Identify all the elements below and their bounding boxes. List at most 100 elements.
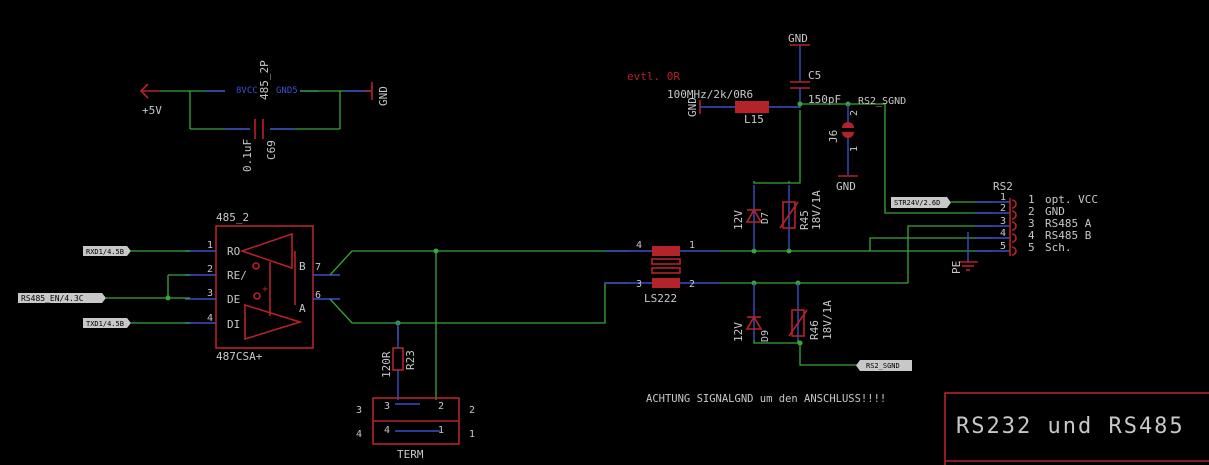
header-pin-vcc: 8VCC	[236, 86, 258, 96]
ferrite-gnd-label: GND	[686, 97, 699, 117]
term-jumper: 3 2 4 1 3 2 4 1 TERM	[356, 397, 475, 461]
jumper-j6-pin2: 2	[849, 110, 860, 116]
ic-pin-a: A	[299, 302, 306, 315]
fuse-r45-body	[782, 201, 796, 229]
jumper-j6-top	[842, 122, 854, 128]
diode-d9-value: 12V	[732, 322, 745, 342]
term-outer-pin-4: 4	[356, 429, 362, 440]
diode-d9-name: D9	[760, 330, 771, 342]
r23-value: 120R	[380, 351, 393, 378]
choke-pin-2: 2	[689, 279, 695, 290]
svg-text:STR24V/2.6D: STR24V/2.6D	[894, 199, 940, 207]
choke-name: LS222	[644, 292, 677, 305]
cap-c5-name: C5	[808, 69, 821, 82]
warning-note: ACHTUNG SIGNALGND um den ANSCHLUSS!!!!	[646, 393, 886, 405]
term-inner-pin-4: 4	[384, 425, 390, 436]
rs2-pin-num-2: 2	[1000, 203, 1006, 214]
r23-body	[392, 347, 404, 371]
svg-text:RS2_SGND: RS2_SGND	[866, 362, 900, 370]
ic-pin-num-4: 4	[207, 313, 213, 324]
rs2-pin-label-opt-vcc: opt. VCC	[1045, 193, 1098, 206]
header-pin-gnd: GND5	[276, 86, 298, 96]
receiver-triangle-icon	[239, 232, 293, 270]
rs2-pin-label-sch: Sch.	[1045, 241, 1072, 254]
term-name: TERM	[397, 448, 424, 461]
rs2-pin-label-b: RS485 B	[1045, 229, 1092, 242]
svg-text:RS485_EN/4.3C: RS485_EN/4.3C	[21, 294, 84, 303]
connector-name: RS2	[993, 180, 1013, 193]
ic-pin-b: B	[299, 260, 306, 273]
title-block: RS232 und RS485	[944, 392, 1209, 465]
rs2-pin-label-gnd: GND	[1045, 205, 1065, 218]
ic-pin-num-2: 2	[207, 264, 213, 275]
protection-top: 12V D7 R45 18V/1A	[732, 185, 823, 250]
rs2-pin-num-3: 3	[1000, 216, 1006, 227]
fuse-r46-name: R46	[808, 320, 821, 340]
title-text: RS232 und RS485	[956, 414, 1185, 439]
input-nets: RXD1/4.5B RS485_EN/4.3C TXD1/4.5B	[18, 246, 190, 328]
cap-c69-value: 0.1uF	[241, 139, 254, 172]
svg-text:+: +	[262, 284, 268, 295]
choke-pin-1: 1	[689, 240, 695, 251]
diode-d9-icon	[745, 315, 763, 330]
header-gnd-label: GND	[377, 86, 390, 106]
rs2-pin-label-1: 1	[1028, 193, 1035, 206]
r23-name: R23	[404, 350, 417, 370]
term-outer-pin-3: 3	[356, 405, 362, 416]
fuse-r45-value: 18V/1A	[810, 190, 823, 230]
ic-pin-num-3: 3	[207, 288, 213, 299]
ic-pin-num-6: 6	[315, 290, 321, 301]
term-inner-pin-3: 3	[384, 401, 390, 412]
vcc-label: +5V	[142, 104, 162, 117]
connector-pe-label: PE	[950, 261, 963, 274]
ferrite-l15-body	[735, 101, 769, 113]
ic-pin-num-1: 1	[207, 240, 213, 251]
bus-lines	[329, 248, 630, 400]
jumper-j6-bottom	[842, 132, 854, 138]
term-outer-pin-1: 1	[469, 429, 475, 440]
net-label-rs2-sgnd	[856, 360, 912, 371]
choke-winding-bottom	[652, 278, 680, 288]
ic-body	[215, 225, 314, 349]
jumper-j6-pin1: 1	[849, 146, 860, 152]
shield-ground-block: evtl. 0R 100MHz/2k/0R6 GND L15 GND C5 15…	[627, 32, 993, 214]
rs2-pin-num-1: 1	[1000, 192, 1006, 203]
choke-winding-top	[652, 246, 680, 256]
driver-triangle-icon	[244, 303, 303, 341]
power-header-block: +5V 8VCC GND5 485_2P GND 0.1uF C69	[139, 60, 390, 172]
header-name: 485_2P	[258, 60, 271, 100]
net-label-str24v	[891, 197, 951, 208]
term-outer-pin-2: 2	[469, 405, 475, 416]
ferrite-name: L15	[744, 113, 764, 126]
net-label-rs485-en	[18, 293, 106, 303]
ic-value: 487CSA+	[216, 350, 263, 363]
ic-pin-re: RE/	[227, 269, 247, 282]
cap-c5-value: 150pF	[808, 93, 841, 106]
cap-c69-name: C69	[265, 140, 278, 160]
svg-text:TXD1/4.5B: TXD1/4.5B	[86, 320, 124, 328]
jumper-j6-gnd-label: GND	[836, 180, 856, 193]
term-inner-pin-1: 1	[438, 425, 444, 436]
svg-text:4: 4	[1028, 229, 1035, 242]
diode-d7-icon	[745, 208, 763, 223]
choke-pin-4: 4	[636, 240, 642, 251]
fuse-r46-body	[791, 309, 805, 337]
rs2-pin-label-a: RS485 A	[1045, 217, 1092, 230]
ic-pin-ro: RO	[227, 245, 240, 258]
jumper-j6-name: J6	[827, 130, 840, 143]
diode-d7-value: 12V	[732, 210, 745, 230]
ic-pin-de: DE	[227, 293, 240, 306]
net-rs2-sgnd: RS2_SGND	[858, 96, 906, 107]
net-label-rxd	[83, 246, 131, 256]
ic-pin-num-7: 7	[315, 262, 321, 273]
choke-pin-3: 3	[636, 279, 642, 290]
rs2-pin-num-5: 5	[1000, 241, 1006, 252]
ferrite-value: 100MHz/2k/0R6	[667, 88, 753, 101]
fuse-r45-name: R45	[798, 210, 811, 230]
connector-contacts-icon	[1011, 199, 1017, 256]
ic-pin-di: DI	[227, 318, 240, 331]
term-inner-pin-2: 2	[438, 401, 444, 412]
connector-rs2: RS2 1 2 3 4 5 1 opt. VCC 2 GND 3 RS485 A…	[950, 180, 1098, 274]
resistor-r23: 120R R23	[380, 322, 417, 400]
